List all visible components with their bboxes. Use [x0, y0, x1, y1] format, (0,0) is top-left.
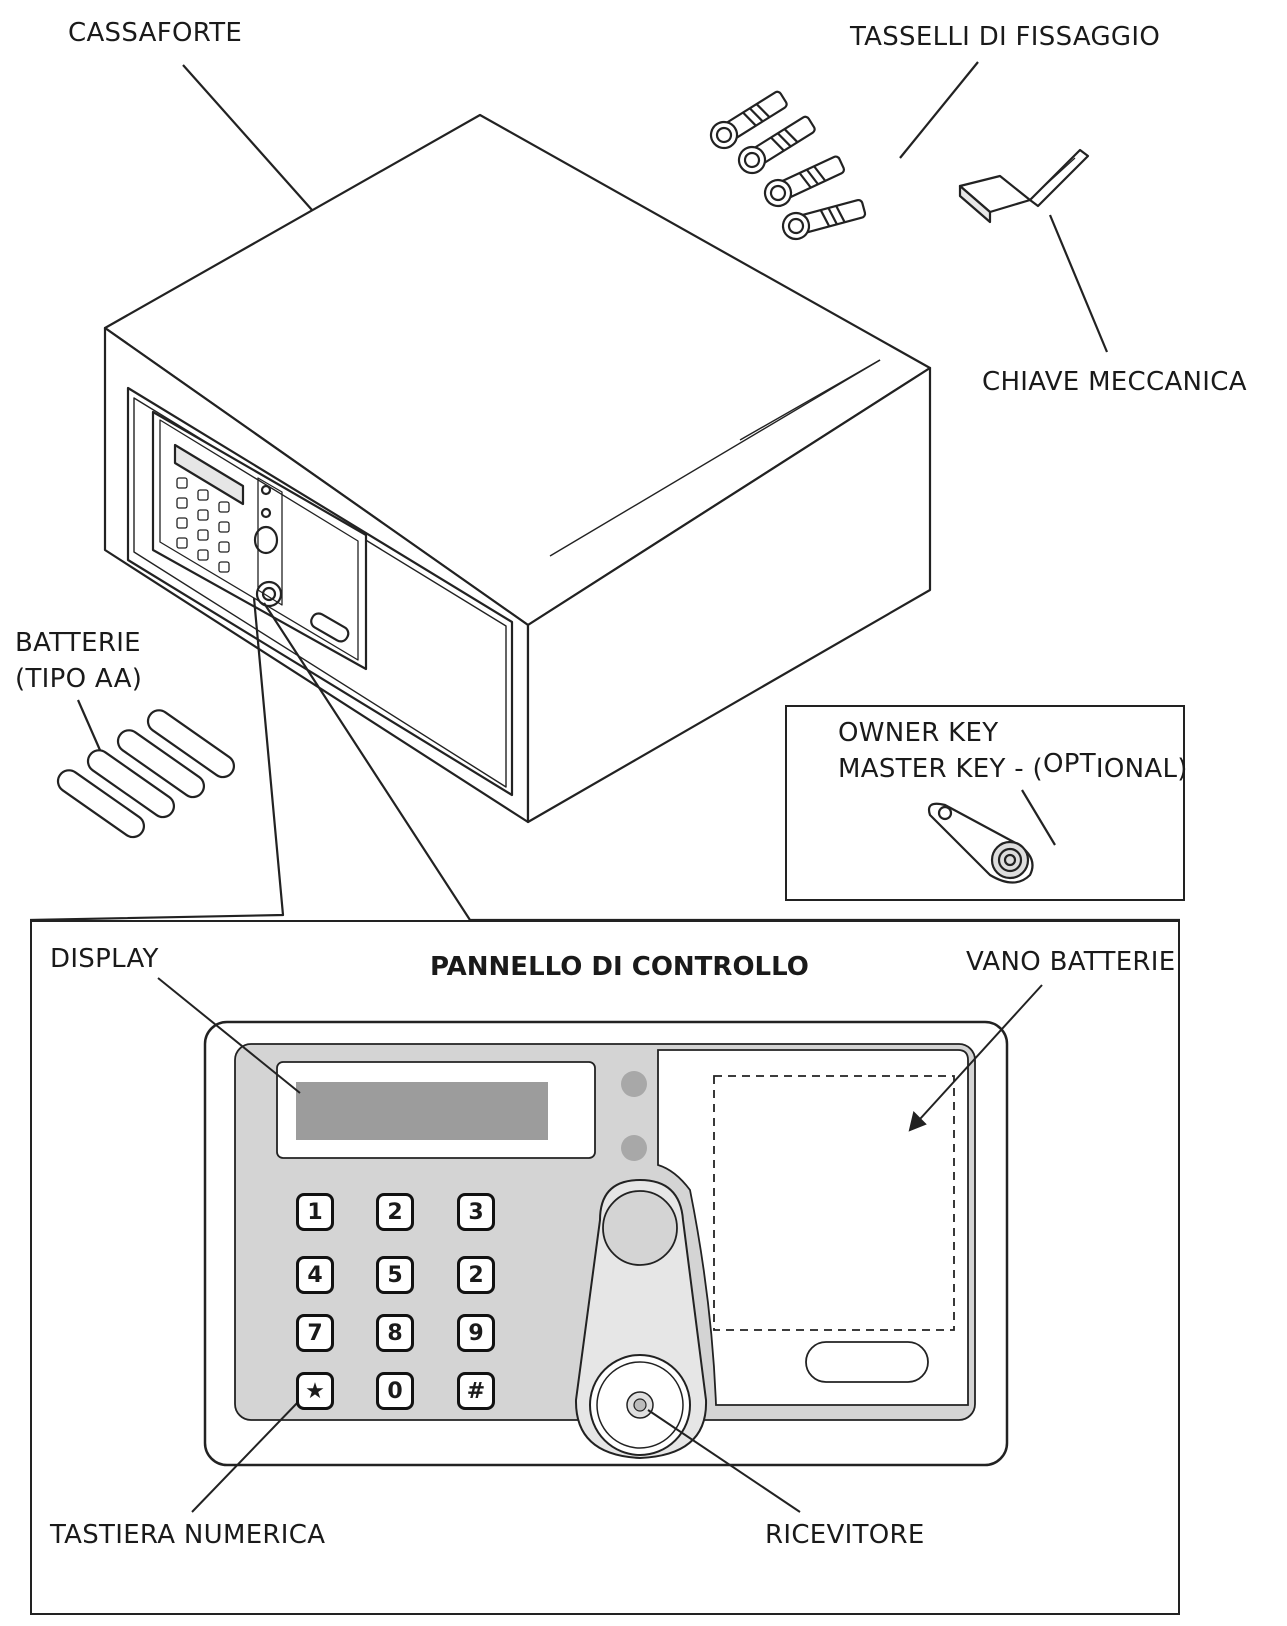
master-key-label-c: IONAL): [1095, 754, 1188, 784]
key-star[interactable]: ★: [296, 1372, 334, 1410]
mechanical-key-label: CHIAVE MECCANICA: [982, 367, 1247, 397]
key-4[interactable]: 4: [296, 1256, 334, 1294]
master-key-label-b: OPT: [1042, 749, 1096, 779]
owner-key-fob: [927, 802, 1034, 884]
battery-compartment-label: VANO BATTERIE: [966, 947, 1176, 977]
key-8[interactable]: 8: [376, 1314, 414, 1352]
key-3[interactable]: 3: [457, 1193, 495, 1231]
panel-door-area: [657, 1049, 969, 1406]
key-hash[interactable]: #: [457, 1372, 495, 1410]
door-handle-slot: [805, 1341, 929, 1383]
receiver-label: RICEVITORE: [765, 1520, 925, 1550]
anchor-bolts: [709, 90, 867, 241]
master-key-label: MASTER KEY - (OPTIONAL): [838, 749, 1188, 784]
key-1[interactable]: 1: [296, 1193, 334, 1231]
panel-title: PANNELLO DI CONTROLLO: [430, 952, 809, 982]
key-9[interactable]: 9: [457, 1314, 495, 1352]
key-0[interactable]: 0: [376, 1372, 414, 1410]
led-indicator-bottom: [621, 1135, 647, 1161]
led-indicator-top: [621, 1071, 647, 1097]
safe-side-face: [526, 366, 932, 824]
control-panel-frame: [30, 920, 1180, 1615]
safe-label: CASSAFORTE: [68, 18, 243, 48]
receiver-contact: [633, 1398, 647, 1412]
owner-key-box: [785, 705, 1185, 901]
anchors-label: TASSELLI DI FISSAGGIO: [850, 22, 1161, 52]
display-screen: [296, 1082, 548, 1140]
key-7[interactable]: 7: [296, 1314, 334, 1352]
keypad-label: TASTIERA NUMERICA: [50, 1520, 326, 1550]
owner-key-label: OWNER KEY: [838, 718, 999, 748]
key-5[interactable]: 5: [376, 1256, 414, 1294]
key-2[interactable]: 2: [376, 1193, 414, 1231]
handle-knob: [602, 1190, 678, 1266]
master-key-label-a: MASTER KEY - (: [838, 754, 1043, 784]
safe-door: [126, 386, 514, 797]
battery-compartment: [713, 1075, 955, 1331]
batteries-label-line1: BATTERIE: [15, 628, 141, 658]
key-6[interactable]: 2: [457, 1256, 495, 1294]
mechanical-key: [958, 148, 1090, 224]
display-label: DISPLAY: [50, 944, 159, 974]
batteries-label-line2: (TIPO AA): [15, 664, 143, 694]
aa-batteries: [56, 709, 236, 839]
